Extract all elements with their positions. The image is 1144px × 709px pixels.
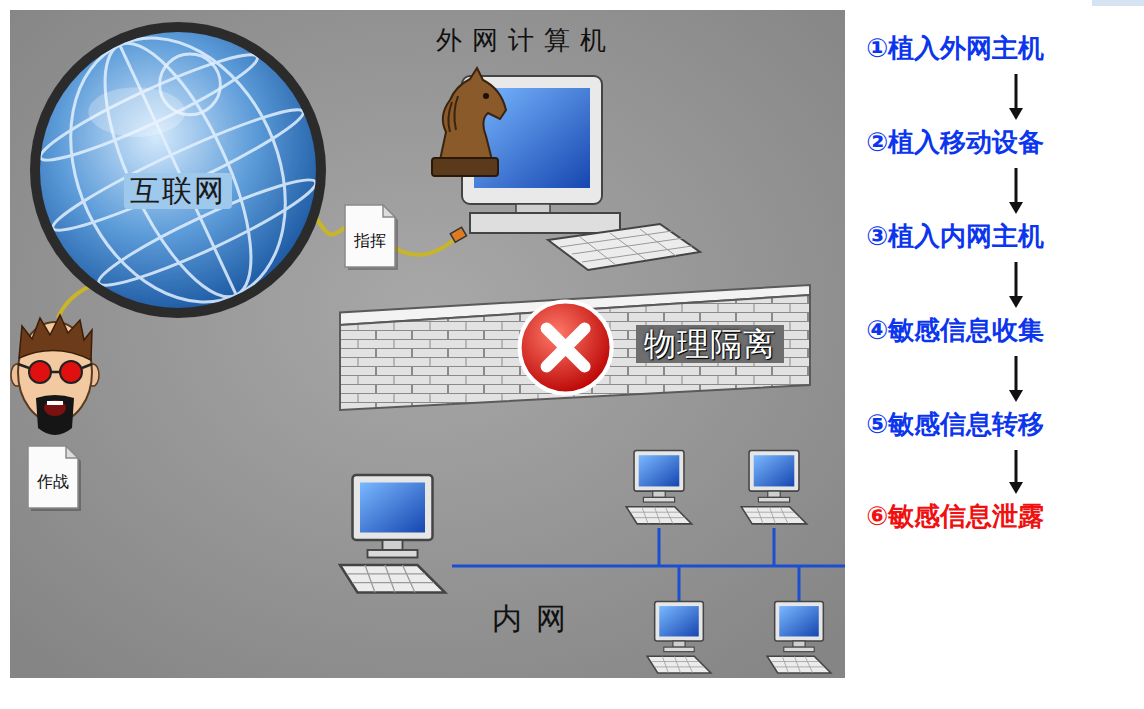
inner-computer <box>647 602 711 673</box>
step-label-box: ⑤敏感信息转移 <box>866 408 1044 441</box>
host-label-box: 外网计算机 <box>436 24 616 57</box>
step-label: ④敏感信息收集 <box>866 314 1044 347</box>
hacker-figure <box>11 315 99 435</box>
isolation-wall: 物理隔离 <box>340 285 810 410</box>
step-arrowhead <box>1009 202 1023 214</box>
network-cable <box>316 217 345 234</box>
hacker-glasses <box>29 361 51 383</box>
network-label: 内网 <box>492 600 580 638</box>
step-label-box: ④敏感信息收集 <box>866 314 1044 347</box>
step-arrowhead <box>1009 296 1023 308</box>
horse-mane <box>448 96 458 132</box>
step-label-box: ①植入外网主机 <box>866 32 1044 65</box>
horse-eye <box>483 93 489 99</box>
hacker-glasses-frame <box>18 364 92 372</box>
step-arrow <box>1015 74 1018 110</box>
step-arrowhead <box>1009 482 1023 494</box>
step-label: ②植入移动设备 <box>866 126 1044 159</box>
hacker-teeth <box>47 401 63 405</box>
wall-bricks <box>340 295 810 410</box>
horse-body <box>440 68 506 160</box>
inner-computer <box>340 475 445 593</box>
command-document: 指挥 <box>345 205 395 267</box>
step-arrow <box>1015 450 1018 484</box>
network-label-box: 内网 <box>492 600 580 638</box>
keyboard-keys <box>560 229 692 265</box>
step-arrow <box>1015 356 1018 392</box>
step-arrow <box>1015 262 1018 298</box>
node-text: 指挥 <box>354 231 386 250</box>
keyboard <box>548 224 700 270</box>
hacker-mouth <box>44 400 66 416</box>
inner-computer <box>626 451 692 524</box>
combat-document: 作战 <box>28 446 78 508</box>
document-fold <box>66 446 78 458</box>
trojan-horse <box>432 68 506 176</box>
globe-grid <box>0 0 361 353</box>
step-label: ⑥敏感信息泄露 <box>866 500 1044 533</box>
hacker-hair <box>19 315 92 360</box>
cable-plug <box>450 227 466 242</box>
document-sheet <box>28 446 78 508</box>
globe-highlight <box>88 87 185 137</box>
step-label-box: ②植入移动设备 <box>866 126 1044 159</box>
inner-computer <box>741 451 807 524</box>
header-strip <box>1092 0 1144 6</box>
hacker-beard <box>36 395 74 435</box>
globe-sphere <box>40 32 316 308</box>
node-text: 物理隔离 <box>636 325 784 363</box>
step-label: ⑤敏感信息转移 <box>866 408 1044 441</box>
document-sheet <box>345 205 395 267</box>
step-label: ③植入内网主机 <box>866 220 1044 253</box>
inner-computer <box>767 602 831 673</box>
hacker-cable <box>58 286 90 318</box>
host-label: 外网计算机 <box>436 24 616 57</box>
internet-globe-outline <box>28 20 328 320</box>
command-cable <box>395 238 456 255</box>
step-label-box: ③植入内网主机 <box>866 220 1044 253</box>
network-line <box>452 528 845 602</box>
step-label-box: ⑥敏感信息泄露 <box>866 500 1044 533</box>
inner-network <box>340 451 845 673</box>
step-arrowhead <box>1009 108 1023 120</box>
computer-case <box>470 213 620 233</box>
hacker-glasses <box>60 361 82 383</box>
scene-panel <box>10 10 845 678</box>
step-arrowhead <box>1009 390 1023 402</box>
document-fold <box>383 205 395 217</box>
node-text: 互联网 <box>124 173 232 209</box>
step-arrow <box>1015 168 1018 204</box>
horse-base <box>432 158 498 176</box>
internet-globe: 互联网 <box>28 20 328 320</box>
step-label: ①植入外网主机 <box>866 32 1044 65</box>
node-text: 作战 <box>37 472 69 491</box>
forbidden-sign <box>520 302 612 394</box>
